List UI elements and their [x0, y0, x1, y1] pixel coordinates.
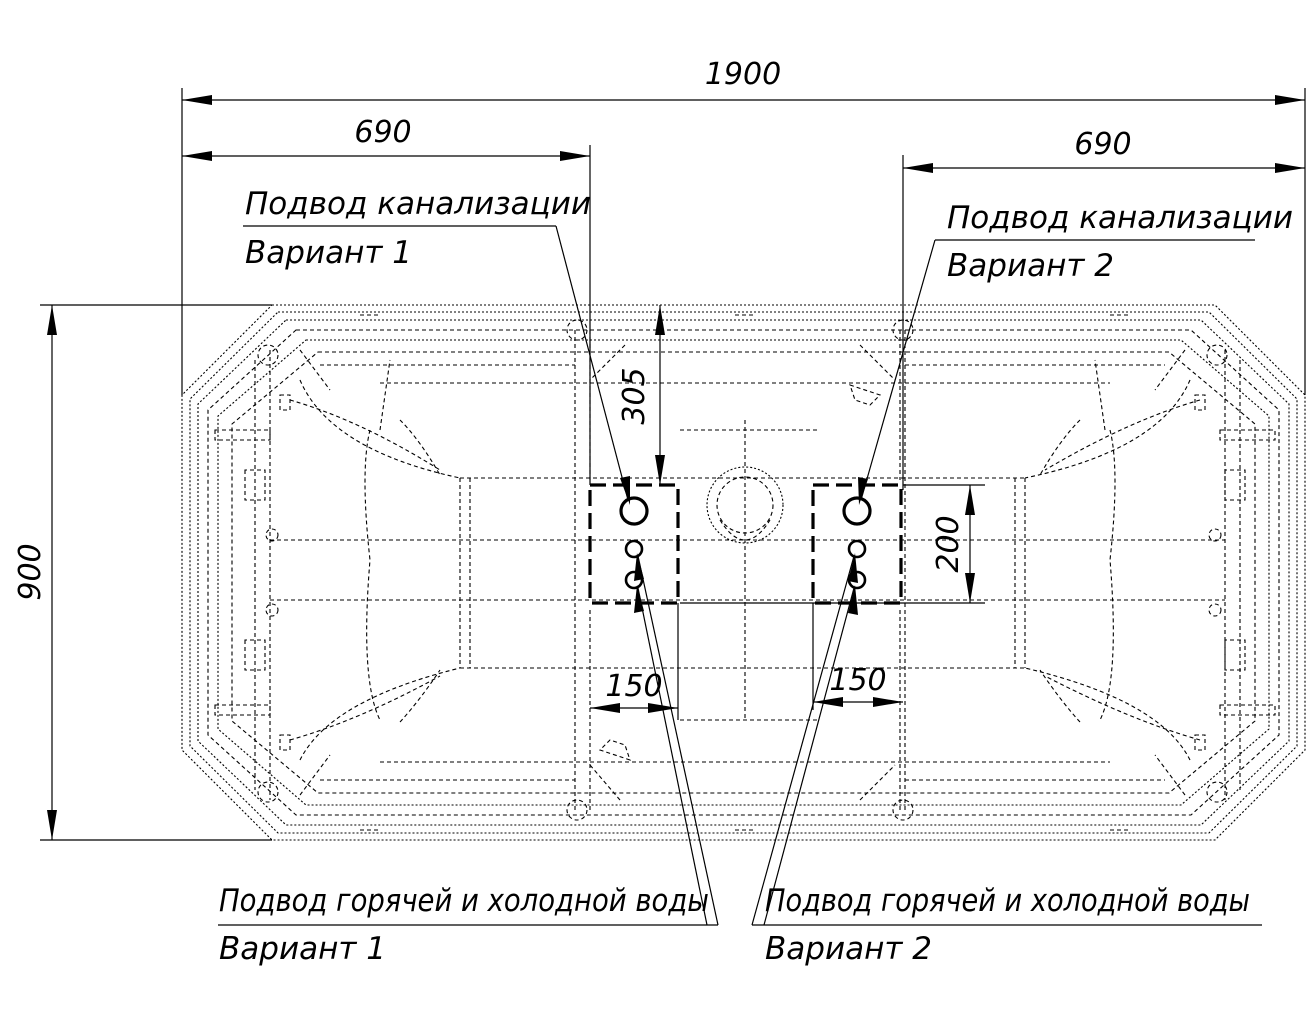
drain-v1-variant: Вариант 1: [245, 235, 412, 271]
dim-height: 900: [13, 543, 48, 600]
hot-water-pipe-v1: [624, 539, 644, 559]
dim-right-offset: 690: [1074, 127, 1131, 162]
water-v1-title: Подвод горячей и холодной воды: [219, 883, 709, 919]
connection-box-v1: [588, 483, 680, 605]
bathtub-outline: [181, 304, 1306, 841]
dimension-lines: [40, 88, 1306, 841]
leader-lines: [218, 225, 1262, 926]
water-v2-variant: Вариант 2: [765, 931, 932, 967]
inner-frame: [214, 314, 1276, 831]
dim-total-length: 1900: [705, 57, 781, 92]
drain-v2-variant: Вариант 2: [947, 248, 1114, 284]
dim-right-box-width: 150: [829, 663, 886, 698]
hot-water-pipe-v2: [847, 539, 867, 559]
connection-box-v2: [811, 483, 903, 605]
water-v1-variant: Вариант 1: [219, 931, 386, 967]
drain-v2-title: Подвод канализации: [947, 200, 1293, 236]
drain-pipe-v1: [619, 496, 649, 526]
dim-pipe-spacing: 200: [931, 515, 966, 572]
water-v2-title: Подвод горячей и холодной воды: [765, 883, 1250, 919]
cold-water-pipe-v1: [624, 570, 644, 590]
dim-drain-from-top: 305: [617, 367, 652, 424]
drain-v1-title: Подвод канализации: [245, 186, 591, 222]
dim-left-offset: 690: [354, 115, 411, 150]
drain-pipe-v2: [842, 496, 872, 526]
dim-left-box-width: 150: [605, 669, 662, 704]
